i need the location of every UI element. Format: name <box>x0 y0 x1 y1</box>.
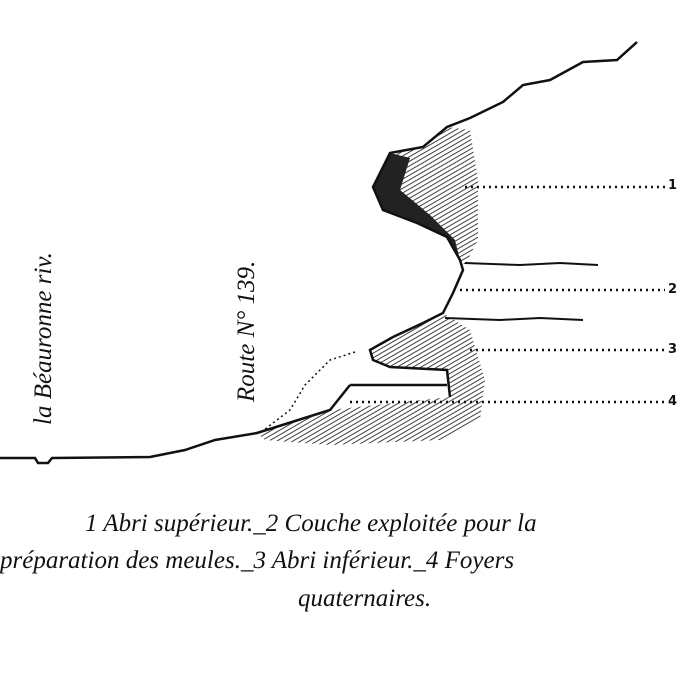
marker-2: 2 <box>668 282 678 297</box>
caption-line-2: préparation des meules._3 Abri inférieur… <box>0 547 515 574</box>
upper-shelter-dark <box>373 153 460 260</box>
marker-1: 1 <box>668 178 678 193</box>
dotted-slope <box>259 351 356 434</box>
marker-3: 3 <box>668 342 678 357</box>
stratum-line-lower <box>444 316 584 322</box>
caption-line-1: 1 Abri supérieur._2 Couche exploitée pou… <box>85 510 537 537</box>
lower-shelter-rock <box>257 313 485 445</box>
road-label: Route N° 139. <box>233 260 260 402</box>
leader-lines <box>350 185 665 404</box>
caption-line-3: quaternaires. <box>298 585 432 612</box>
stratum-line-upper <box>464 261 599 267</box>
marker-4: 4 <box>668 394 678 409</box>
cliff-profile <box>368 41 638 398</box>
river-label: la Béauronne riv. <box>30 252 57 425</box>
ground-profile <box>0 384 351 465</box>
